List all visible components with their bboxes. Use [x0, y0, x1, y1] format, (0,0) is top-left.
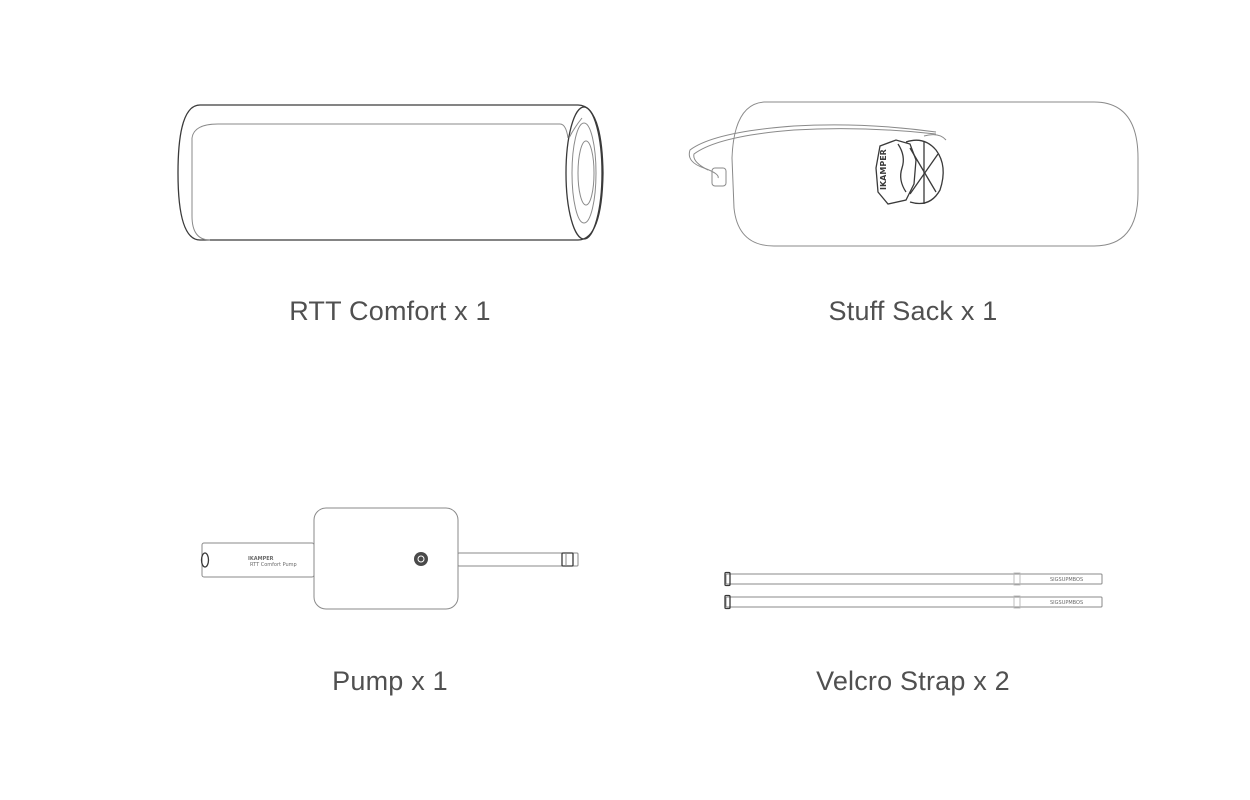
svg-text:SIGSUPMBOS: SIGSUPMBOS	[1050, 577, 1083, 583]
item-label-stuff-sack: Stuff Sack x 1	[828, 296, 998, 326]
item-label-rtt-comfort: RTT Comfort x 1	[289, 296, 491, 326]
rolled-mattress-icon	[170, 98, 610, 248]
pump-icon: IKAMPER RTT Comfort Pump	[198, 505, 582, 613]
svg-text:SIGSUPMBOS: SIGSUPMBOS	[1050, 600, 1083, 606]
svg-text:IKAMPER: IKAMPER	[248, 556, 274, 562]
stuff-sack-icon: IKAMPER	[684, 98, 1142, 250]
item-label-velcro-strap: Velcro Strap x 2	[816, 666, 1010, 696]
brand-logo-icon: IKAMPER	[875, 139, 944, 205]
svg-text:IKAMPER: IKAMPER	[879, 149, 888, 190]
svg-text:RTT Comfort Pump: RTT Comfort Pump	[250, 562, 297, 568]
velcro-strap-icon: SIGSUPMBOS SIGSUPMBOS	[722, 570, 1106, 612]
item-label-pump: Pump x 1	[332, 666, 448, 696]
